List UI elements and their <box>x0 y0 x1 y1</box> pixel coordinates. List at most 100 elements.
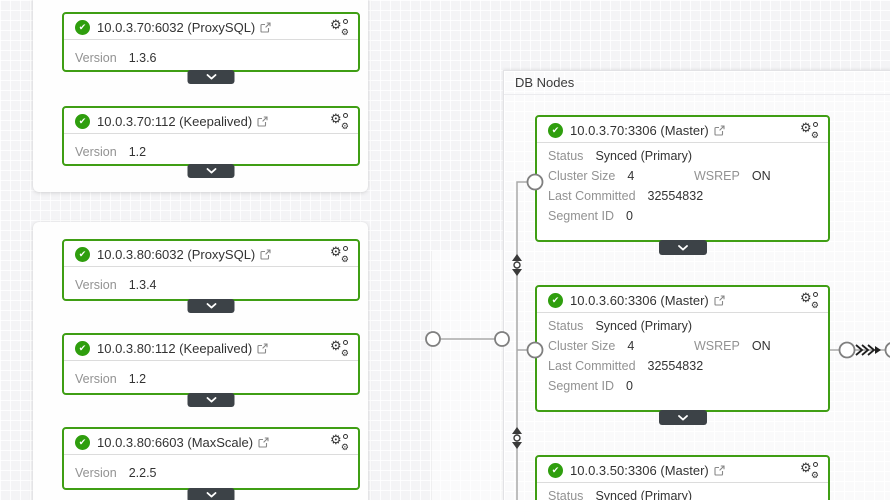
external-link-icon[interactable] <box>260 248 271 260</box>
status-ok-icon: ✔ <box>75 246 90 262</box>
node-title: 10.0.3.50:3306 (Master) <box>570 462 709 478</box>
status-row: Status Synced (Primary) <box>537 316 828 336</box>
segment-id-label: Segment ID <box>548 379 615 393</box>
external-link-icon[interactable] <box>258 436 269 448</box>
node-header: ✔ 10.0.3.80:112 (Keepalived) ⚙⚙ <box>64 335 358 361</box>
settings-cogs-icon[interactable]: ⚙⚙ <box>330 338 349 358</box>
version-value: 2.2.5 <box>128 466 157 480</box>
status-ok-icon: ✔ <box>548 292 563 308</box>
chevron-down-icon <box>206 492 216 498</box>
node-header: ✔ 10.0.3.70:3306 (Master) ⚙⚙ <box>537 117 828 143</box>
node-proxysql-70[interactable]: ✔ 10.0.3.70:6032 (ProxySQL) ⚙⚙ Version 1… <box>62 12 360 84</box>
node-db-50[interactable]: ✔ 10.0.3.50:3306 (Master) ⚙⚙ Status Sync… <box>535 455 830 500</box>
status-ok-icon: ✔ <box>75 113 90 129</box>
chevron-down-icon <box>206 397 216 403</box>
wsrep-value: ON <box>751 169 771 183</box>
version-label: Version <box>75 51 117 65</box>
status-ok-icon: ✔ <box>75 434 90 450</box>
cluster-size-row: Cluster Size 4 WSREP ON <box>537 336 828 356</box>
settings-cogs-icon[interactable]: ⚙⚙ <box>800 290 819 310</box>
cluster-size-row: Cluster Size 4 WSREP ON <box>537 166 828 186</box>
version-label: Version <box>75 372 117 386</box>
expand-button[interactable] <box>187 393 235 407</box>
node-header: ✔ 10.0.3.60:3306 (Master) ⚙⚙ <box>537 287 828 313</box>
node-header: ✔ 10.0.3.80:6603 (MaxScale) ⚙⚙ <box>64 429 358 455</box>
node-title: 10.0.3.70:3306 (Master) <box>570 122 709 138</box>
last-committed-value: 32554832 <box>647 189 704 203</box>
segment-id-label: Segment ID <box>548 209 615 223</box>
node-title: 10.0.3.80:6032 (ProxySQL) <box>97 246 256 262</box>
expand-button[interactable] <box>658 240 707 255</box>
cluster-size-value: 4 <box>627 339 635 353</box>
node-title: 10.0.3.80:112 (Keepalived) <box>97 340 253 356</box>
status-value: Synced (Primary) <box>595 319 692 333</box>
settings-cogs-icon[interactable]: ⚙⚙ <box>800 460 819 480</box>
chevron-down-icon <box>206 74 216 80</box>
expand-button[interactable] <box>187 164 235 178</box>
status-value: Synced (Primary) <box>595 489 692 500</box>
settings-cogs-icon[interactable]: ⚙⚙ <box>800 120 819 140</box>
last-committed-label: Last Committed <box>548 359 636 373</box>
external-link-icon[interactable] <box>714 464 725 476</box>
wsrep-label: WSREP <box>694 169 740 183</box>
status-row: Status Synced (Primary) <box>537 486 828 500</box>
status-ok-icon: ✔ <box>548 122 563 138</box>
version-row: Version 1.3.4 <box>64 270 358 295</box>
node-header: ✔ 10.0.3.50:3306 (Master) ⚙⚙ <box>537 457 828 483</box>
status-label: Status <box>548 319 584 333</box>
segment-id-value: 0 <box>626 379 633 393</box>
settings-cogs-icon[interactable]: ⚙⚙ <box>330 111 349 131</box>
last-committed-value: 32554832 <box>647 359 704 373</box>
version-row: Version 1.2 <box>64 364 358 389</box>
version-value: 1.3.4 <box>128 278 157 292</box>
settings-cogs-icon[interactable]: ⚙⚙ <box>330 17 349 37</box>
chevron-down-icon <box>206 303 216 309</box>
external-link-icon[interactable] <box>714 124 725 136</box>
node-keepalived-80[interactable]: ✔ 10.0.3.80:112 (Keepalived) ⚙⚙ Version … <box>62 333 360 407</box>
settings-cogs-icon[interactable]: ⚙⚙ <box>330 244 349 264</box>
node-db-60[interactable]: ✔ 10.0.3.60:3306 (Master) ⚙⚙ Status Sync… <box>535 285 830 425</box>
node-title: 10.0.3.70:112 (Keepalived) <box>97 113 253 129</box>
expand-button[interactable] <box>187 299 235 313</box>
node-db-70[interactable]: ✔ 10.0.3.70:3306 (Master) ⚙⚙ Status Sync… <box>535 115 830 255</box>
status-ok-icon: ✔ <box>75 340 90 356</box>
segment-id-value: 0 <box>626 209 633 223</box>
version-row: Version 2.2.5 <box>64 458 358 483</box>
external-link-icon[interactable] <box>257 115 268 127</box>
chevron-down-icon <box>677 414 688 421</box>
chevron-down-icon <box>206 168 216 174</box>
status-label: Status <box>548 489 584 500</box>
version-value: 1.2 <box>128 372 147 386</box>
node-header: ✔ 10.0.3.70:112 (Keepalived) ⚙⚙ <box>64 108 358 134</box>
wsrep-value: ON <box>751 339 771 353</box>
cluster-size-value: 4 <box>627 169 635 183</box>
db-nodes-panel-title: DB Nodes <box>504 71 890 95</box>
status-value: Synced (Primary) <box>595 149 692 163</box>
external-link-icon[interactable] <box>714 294 725 306</box>
version-value: 1.3.6 <box>128 51 157 65</box>
status-label: Status <box>548 149 584 163</box>
node-proxysql-80[interactable]: ✔ 10.0.3.80:6032 (ProxySQL) ⚙⚙ Version 1… <box>62 239 360 313</box>
status-ok-icon: ✔ <box>75 19 90 35</box>
version-label: Version <box>75 145 117 159</box>
version-value: 1.2 <box>128 145 147 159</box>
expand-button[interactable] <box>187 488 235 500</box>
external-link-icon[interactable] <box>260 21 271 33</box>
external-link-icon[interactable] <box>257 342 268 354</box>
cluster-size-label: Cluster Size <box>548 339 616 353</box>
node-maxscale-80[interactable]: ✔ 10.0.3.80:6603 (MaxScale) ⚙⚙ Version 2… <box>62 427 360 500</box>
settings-cogs-icon[interactable]: ⚙⚙ <box>330 432 349 452</box>
node-title: 10.0.3.70:6032 (ProxySQL) <box>97 19 256 35</box>
expand-button[interactable] <box>187 70 235 84</box>
expand-button[interactable] <box>658 410 707 425</box>
last-committed-row: Last Committed 32554832 <box>537 356 828 376</box>
node-title: 10.0.3.60:3306 (Master) <box>570 292 709 308</box>
node-title: 10.0.3.80:6603 (MaxScale) <box>97 434 254 450</box>
last-committed-label: Last Committed <box>548 189 636 203</box>
last-committed-row: Last Committed 32554832 <box>537 186 828 206</box>
status-ok-icon: ✔ <box>548 462 563 478</box>
node-keepalived-70[interactable]: ✔ 10.0.3.70:112 (Keepalived) ⚙⚙ Version … <box>62 106 360 178</box>
version-row: Version 1.3.6 <box>64 43 358 68</box>
chevron-down-icon <box>677 244 688 251</box>
